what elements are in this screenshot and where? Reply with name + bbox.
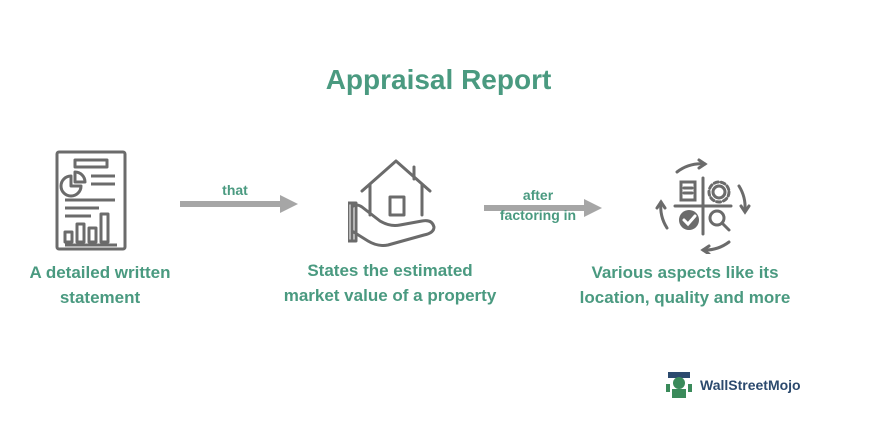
connector-label: that (222, 182, 248, 198)
step-caption: A detailed written statement (0, 260, 200, 310)
step-caption-line1: A detailed written (29, 263, 171, 282)
brand-name: WallStreetMojo (700, 377, 801, 393)
report-document-icon (55, 150, 127, 251)
aspects-cycle-icon (655, 158, 751, 254)
step-caption-line2: location, quality and more (579, 288, 791, 307)
page-title: Appraisal Report (325, 64, 552, 95)
arrow-right-icon (180, 195, 298, 213)
connector-label-line2: factoring in (499, 207, 577, 223)
connector-label-line1: after (522, 187, 554, 203)
step-caption-line2: statement (59, 288, 141, 307)
house-in-hand-icon (348, 159, 436, 247)
brand-logo: WallStreetMojo (664, 370, 801, 400)
step-caption: States the estimated market value of a p… (265, 258, 515, 308)
step-caption-line1: States the estimated (307, 261, 473, 280)
step-caption-line1: Various aspects like its (591, 263, 779, 282)
connector-label: after factoring in (478, 185, 598, 225)
step-caption-line2: market value of a property (283, 286, 497, 305)
arrow-right-icon (484, 199, 602, 217)
brand-mascot-icon (666, 372, 692, 398)
step-caption: Various aspects like its location, quali… (560, 260, 810, 310)
